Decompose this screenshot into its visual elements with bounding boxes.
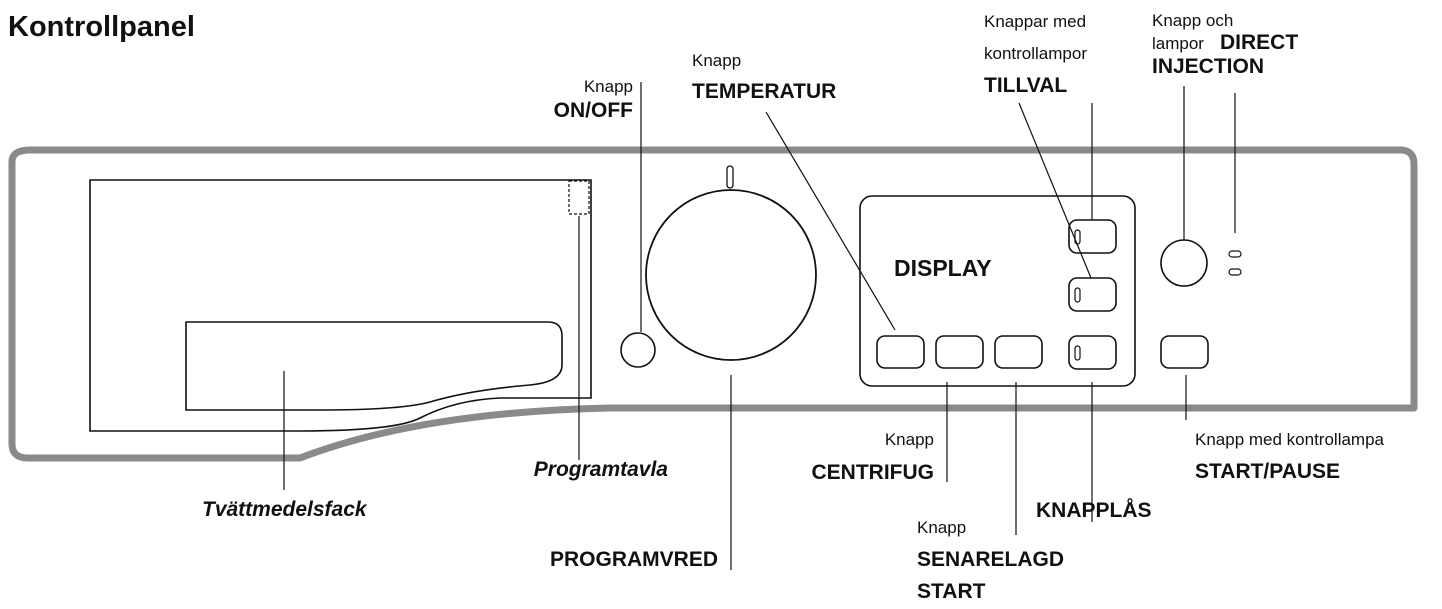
temperatur-name: TEMPERATUR	[692, 80, 837, 103]
senarelagd-pre: Knapp	[917, 518, 967, 537]
senarelagd-name1: SENARELAGD	[917, 548, 1065, 571]
leader-temperatur	[765, 111, 896, 331]
onoff-name: ON/OFF	[553, 99, 633, 122]
delay-start-button[interactable]	[994, 335, 1043, 369]
page-title: Kontrollpanel	[8, 11, 195, 43]
program-dial[interactable]	[645, 189, 817, 361]
spin-button[interactable]	[935, 335, 984, 369]
onoff-pre: Knapp	[583, 77, 633, 96]
programtavla-label: Programtavla	[533, 458, 668, 481]
direct-injection-button[interactable]	[1160, 239, 1208, 287]
drawer-handle[interactable]	[185, 321, 563, 411]
leader-tillval	[1018, 102, 1092, 279]
tillval-name: TILLVAL	[984, 74, 1068, 97]
startpause-name: START/PAUSE	[1195, 460, 1341, 483]
centrifug-name: CENTRIFUG	[811, 461, 935, 484]
temperature-button[interactable]	[876, 335, 925, 369]
knapplas-label: KNAPPLÅS	[1036, 499, 1152, 522]
startpause-pre: Knapp med kontrollampa	[1195, 430, 1385, 449]
panel-outline	[8, 146, 1418, 462]
programvred-label: PROGRAMVRED	[549, 548, 718, 571]
tillval-pre2: kontrollampor	[984, 44, 1087, 63]
keylock-lamp	[1074, 345, 1081, 361]
option-button-1[interactable]	[1068, 219, 1117, 254]
temperatur-pre: Knapp	[692, 51, 742, 70]
detergent-drawer[interactable]	[89, 179, 592, 432]
tillval-pre1: Knappar med	[984, 12, 1087, 31]
direct-injection-lamp-1	[1228, 250, 1242, 258]
direct-pre1: Knapp och	[1152, 11, 1234, 30]
keylock-button[interactable]	[1068, 335, 1117, 370]
start-pause-button[interactable]	[1160, 335, 1209, 369]
onoff-button[interactable]	[620, 332, 656, 368]
direct-name1: DIRECT	[1220, 31, 1299, 54]
direct-name2: INJECTION	[1152, 55, 1265, 78]
option-button-2[interactable]	[1068, 277, 1117, 312]
dial-indicator	[726, 165, 734, 189]
centrifug-pre: Knapp	[884, 430, 934, 449]
direct-injection-lamp-2	[1228, 268, 1242, 276]
option-lamp-2	[1074, 287, 1081, 303]
display-label: DISPLAY	[894, 255, 992, 281]
display-area	[859, 195, 1136, 387]
program-chart-tab	[568, 180, 590, 215]
direct-pre2: lampor	[1152, 34, 1204, 53]
tvattmedelsfack-label: Tvättmedelsfack	[202, 498, 367, 521]
senarelagd-name2: START	[917, 580, 986, 603]
leader-lines	[283, 82, 1236, 570]
